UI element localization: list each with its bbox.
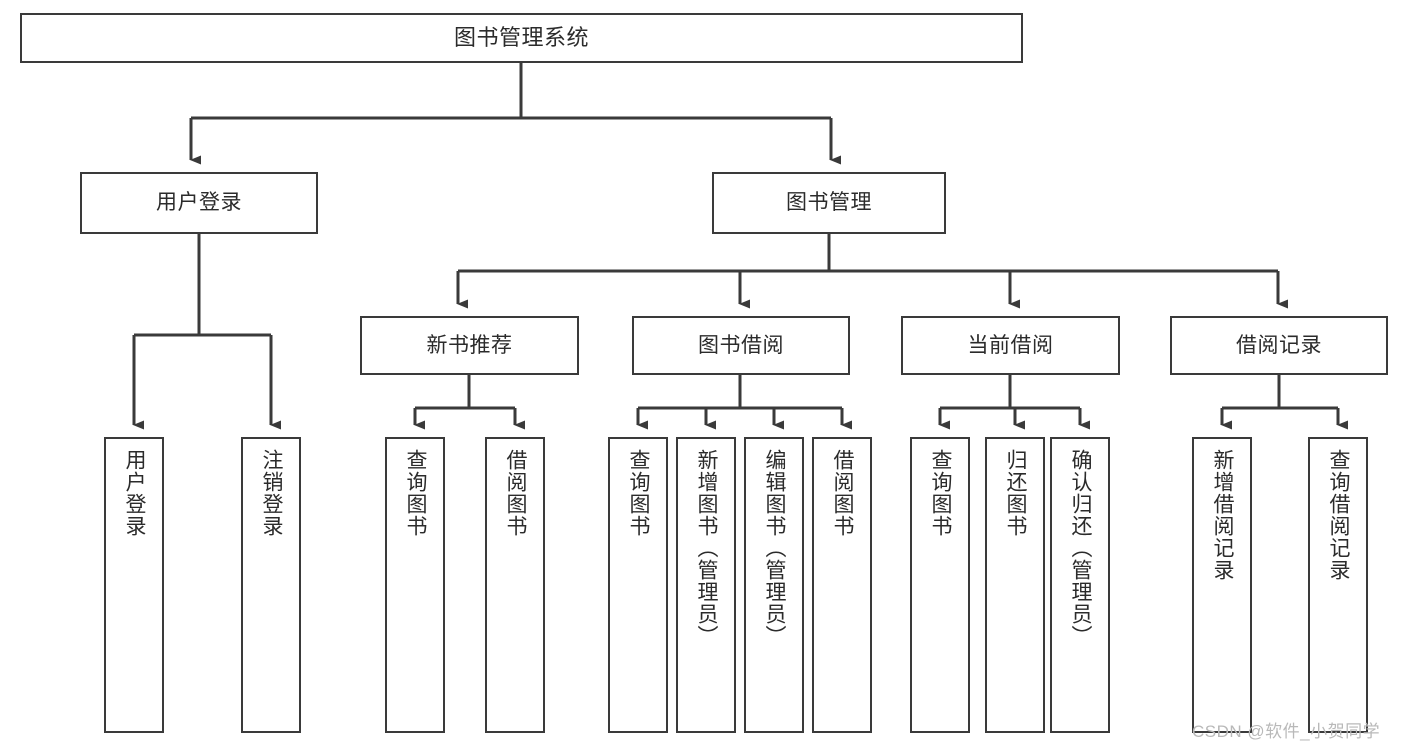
node-leaf-borrow-book[interactable]: 借阅图书 xyxy=(812,437,872,733)
node-borrow-records[interactable]: 借阅记录 xyxy=(1170,316,1388,375)
node-leaf-edit-book-admin-label: 编辑图书（管理员） xyxy=(763,449,787,647)
node-leaf-borrow-book-new[interactable]: 借阅图书 xyxy=(485,437,545,733)
node-root-label: 图书管理系统 xyxy=(453,24,589,50)
node-leaf-query-book-current-label: 查询图书 xyxy=(929,449,953,537)
node-user-login[interactable]: 用户登录 xyxy=(80,172,318,234)
node-leaf-return-book[interactable]: 归还图书 xyxy=(985,437,1045,733)
node-leaf-borrow-book-new-label: 借阅图书 xyxy=(504,449,528,537)
node-leaf-query-book-borrow[interactable]: 查询图书 xyxy=(608,437,668,733)
node-leaf-logout[interactable]: 注销登录 xyxy=(241,437,301,733)
node-leaf-edit-book-admin[interactable]: 编辑图书（管理员） xyxy=(744,437,804,733)
node-leaf-query-borrow-record-label: 查询借阅记录 xyxy=(1327,449,1351,581)
node-leaf-borrow-book-label: 借阅图书 xyxy=(831,449,855,537)
node-current-borrow-label: 当前借阅 xyxy=(967,333,1054,357)
node-borrow-records-label: 借阅记录 xyxy=(1236,333,1322,357)
csdn-watermark: CSDN @软件_小贺同学 xyxy=(1192,722,1381,741)
node-leaf-add-book-admin-label: 新增图书（管理员） xyxy=(695,449,719,647)
node-leaf-user-login-label: 用户登录 xyxy=(123,449,147,537)
node-leaf-confirm-return-admin[interactable]: 确认归还（管理员） xyxy=(1050,437,1110,733)
node-book-management[interactable]: 图书管理 xyxy=(712,172,946,234)
node-book-borrow[interactable]: 图书借阅 xyxy=(632,316,850,375)
node-user-login-label: 用户登录 xyxy=(156,191,242,215)
node-new-book-recommend-label: 新书推荐 xyxy=(426,333,513,357)
node-leaf-add-book-admin[interactable]: 新增图书（管理员） xyxy=(676,437,736,733)
node-book-management-label: 图书管理 xyxy=(786,191,872,215)
node-leaf-logout-label: 注销登录 xyxy=(260,449,284,537)
node-current-borrow[interactable]: 当前借阅 xyxy=(901,316,1120,375)
node-leaf-user-login[interactable]: 用户登录 xyxy=(104,437,164,733)
node-leaf-query-book-new-label: 查询图书 xyxy=(404,449,428,537)
node-leaf-add-borrow-record[interactable]: 新增借阅记录 xyxy=(1192,437,1252,733)
node-leaf-add-borrow-record-label: 新增借阅记录 xyxy=(1211,449,1235,581)
node-root[interactable]: 图书管理系统 xyxy=(20,13,1023,63)
node-leaf-return-book-label: 归还图书 xyxy=(1004,449,1028,537)
node-leaf-query-book-current[interactable]: 查询图书 xyxy=(910,437,970,733)
node-leaf-query-borrow-record[interactable]: 查询借阅记录 xyxy=(1308,437,1368,733)
node-leaf-query-book-borrow-label: 查询图书 xyxy=(627,449,651,537)
node-new-book-recommend[interactable]: 新书推荐 xyxy=(360,316,579,375)
node-book-borrow-label: 图书借阅 xyxy=(698,333,784,357)
node-leaf-query-book-new[interactable]: 查询图书 xyxy=(385,437,445,733)
node-leaf-confirm-return-admin-label: 确认归还（管理员） xyxy=(1069,449,1093,647)
